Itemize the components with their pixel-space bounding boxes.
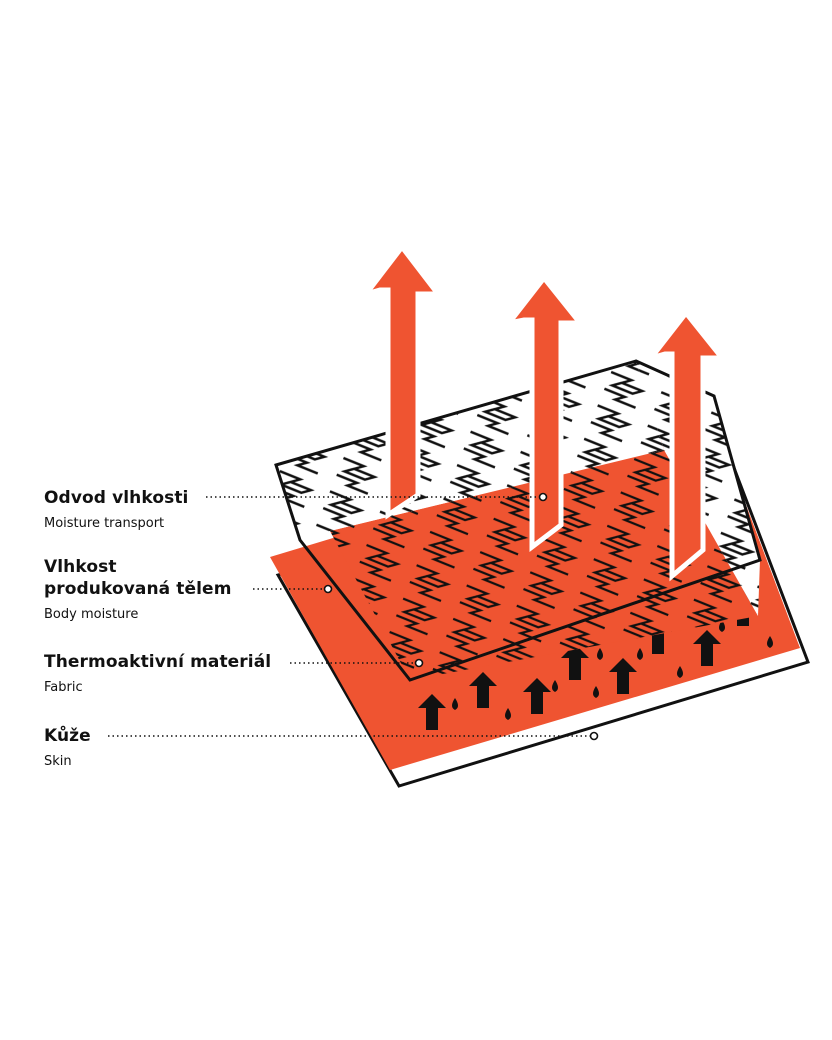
label-subtitle: Fabric [44, 680, 83, 695]
water-droplet-icon [552, 680, 558, 692]
leader-line-vlhkost [253, 584, 333, 594]
label-subtitle: Body moisture [44, 607, 139, 622]
label-subtitle: Moisture transport [44, 516, 165, 531]
label-title: Kůže [44, 726, 91, 746]
label-fabric: Thermoaktivní materiál Fabric [44, 651, 271, 697]
label-title: Thermoaktivní materiál [44, 652, 272, 672]
water-droplet-icon [452, 698, 458, 710]
small-up-arrow-icon [469, 672, 497, 708]
label-body-moisture: Vlhkost produkovaná tělem Body moisture [44, 556, 232, 624]
leader-line-kuze [108, 731, 599, 741]
water-droplet-icon [719, 620, 725, 632]
large-orange-up-arrow-icon [502, 273, 586, 553]
small-up-arrow-icon [523, 678, 551, 714]
label-title: Vlhkost produkovaná tělem [44, 557, 232, 599]
label-skin: Kůže Skin [44, 725, 91, 771]
water-droplet-icon [767, 636, 773, 648]
leader-line-odvod [206, 492, 548, 502]
label-moisture-transport: Odvod vlhkosti Moisture transport [44, 487, 188, 533]
small-up-arrow-icon [561, 644, 589, 680]
water-droplet-icon [505, 708, 511, 720]
label-subtitle: Skin [44, 754, 72, 769]
leader-line-thermo [290, 658, 424, 668]
small-up-arrow-icon [693, 630, 721, 666]
large-orange-up-arrow-icon [359, 242, 444, 520]
small-up-arrow-icon [609, 658, 637, 694]
water-droplet-icon [637, 648, 643, 660]
water-droplet-icon [677, 666, 683, 678]
water-droplet-icon [597, 648, 603, 660]
small-up-arrow-icon [418, 694, 446, 730]
water-droplet-icon [593, 686, 599, 698]
large-orange-up-arrow-icon [644, 308, 728, 582]
fabric-layer-outline [274, 359, 762, 682]
label-title: Odvod vlhkosti [44, 488, 189, 508]
